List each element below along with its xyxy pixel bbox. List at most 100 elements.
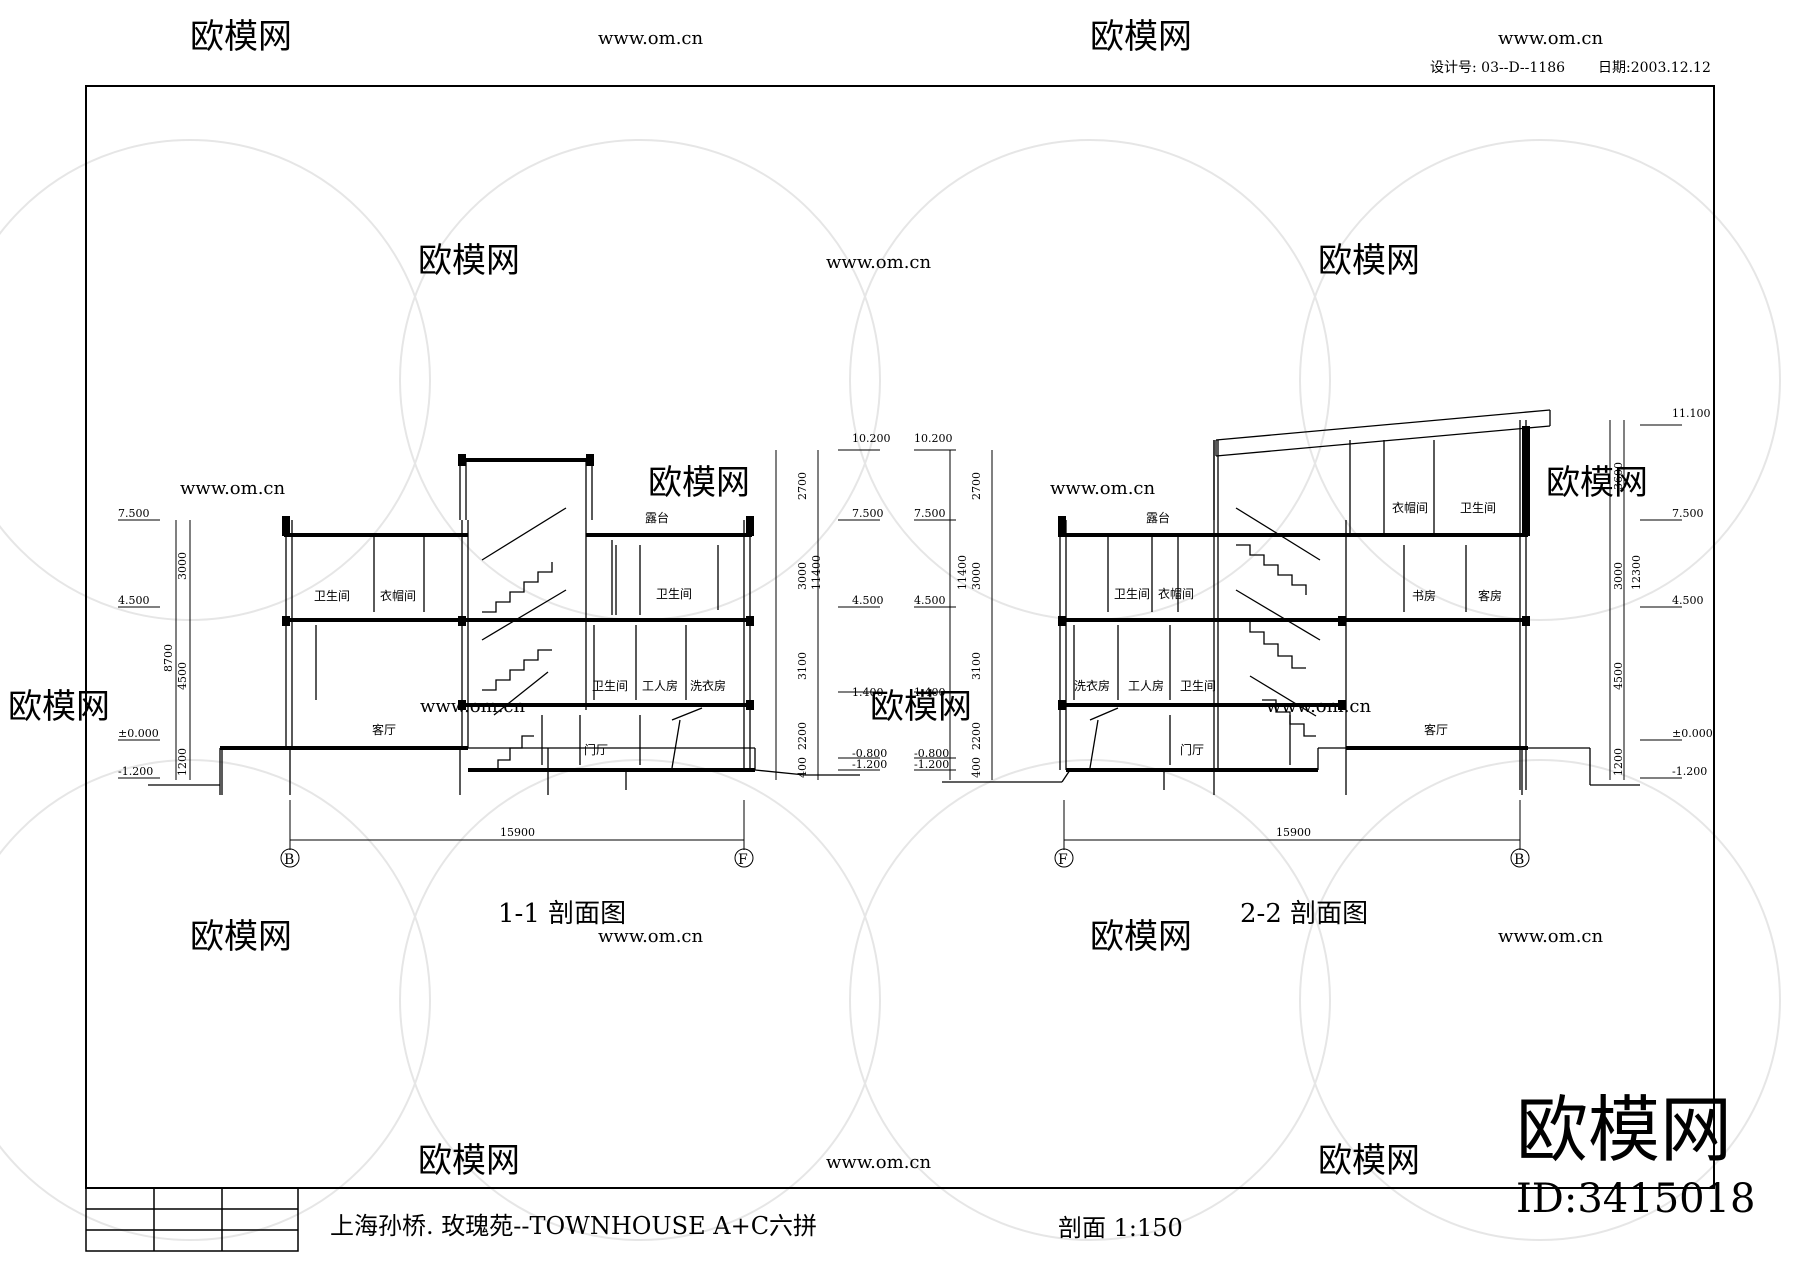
dimension-text: 4500 [1612,662,1625,690]
dimension-text: 4500 [176,662,189,690]
watermark-brand: 欧模网 [8,687,110,727]
dimension-text: 1200 [176,748,189,776]
watermark-brand: 欧模网 [190,17,292,57]
level-mark: 10.200 [914,432,953,445]
dimension-text: 3000 [176,552,189,580]
level-mark: -1.200 [852,758,887,771]
room-label: 卫生间 [1180,679,1216,693]
level-mark: 4.500 [1672,594,1704,607]
dimension-text: 15900 [1276,826,1311,839]
dimension-text: 2200 [796,722,809,750]
dimension-text: 3100 [970,652,983,680]
watermark-url: www.om.cn [180,478,286,499]
dimension-text: 11400 [956,555,969,590]
dimension-text: 11400 [810,555,823,590]
level-mark: -0.800 [914,747,949,760]
axis-label: F [738,852,748,868]
dimension-text: 3000 [970,562,983,590]
axis-label: B [1514,852,1524,868]
watermark-texts: 欧模网 www.om.cn 欧模网 www.om.cn 欧模网 www.om.c… [8,17,1648,1181]
dimension-text: 400 [796,757,809,778]
watermark-brand: 欧模网 [648,463,750,503]
level-mark: 7.500 [118,507,150,520]
level-mark: 1.400 [852,686,884,699]
level-mark: 1.400 [914,686,946,699]
watermark-url: www.om.cn [826,252,932,273]
drawing-date: 日期:2003.12.12 [1598,60,1711,76]
room-label: 衣帽间 [1158,586,1194,601]
level-mark: 7.500 [852,507,884,520]
level-mark: ±0.000 [118,727,159,740]
room-label: 书房 [1412,588,1436,603]
dimension-text: 15900 [500,826,535,839]
section-title: 2-2 剖面图 [1240,899,1368,929]
watermark-brand: 欧模网 [1546,463,1648,503]
dimension-text: 2200 [970,722,983,750]
title-block [85,1187,299,1252]
room-label: 客房 [1478,588,1502,603]
room-label: 门厅 [1180,742,1204,757]
watermark-brand: 欧模网 [418,1141,520,1181]
section-2-2: 10.200 7.500 4.500 1.400 -0.800 -1.200 1… [914,407,1713,929]
level-mark: 10.200 [852,432,891,445]
level-mark: -0.800 [852,747,887,760]
room-label: 洗衣房 [1074,678,1110,693]
dimension-text: 8700 [162,644,175,672]
room-label: 工人房 [1128,678,1164,693]
room-label: 衣帽间 [380,588,416,603]
sheet-frame [85,85,1715,1189]
watermark-url: www.om.cn [1498,28,1604,49]
dimension-text: 2700 [970,472,983,500]
watermark-url: www.om.cn [1498,926,1604,947]
watermark-brand: 欧模网 [1318,1141,1420,1181]
level-mark: 4.500 [852,594,884,607]
room-label: 客厅 [1424,722,1448,737]
section-title: 1-1 剖面图 [498,899,626,929]
level-mark: -1.200 [914,758,949,771]
dimension-text: 12300 [1630,555,1643,590]
watermark-url: www.om.cn [826,1152,932,1173]
level-mark: 4.500 [118,594,150,607]
dimension-text: 1200 [1612,748,1625,776]
room-label: 露台 [645,510,669,525]
axis-label: B [284,852,294,868]
watermark-url: www.om.cn [598,28,704,49]
section-1-1: 7.500 4.500 ±0.000 -1.200 10.200 7.500 4… [118,432,891,929]
corner-brand-watermark: 欧模网 [1516,1088,1732,1172]
room-label: 工人房 [642,678,678,693]
watermark-brand: 欧模网 [1090,17,1192,57]
room-label: 卫生间 [314,589,350,603]
corner-id-watermark: ID:3415018 [1516,1176,1756,1222]
watermark-brand: 欧模网 [190,917,292,957]
drawing-title-scale: 剖面 1:150 [1058,1214,1183,1242]
room-label: 卫生间 [592,679,628,693]
watermark-brand: 欧模网 [1318,241,1420,281]
watermark-url: www.om.cn [1050,478,1156,499]
level-mark: ±0.000 [1672,727,1713,740]
axis-label: F [1058,852,1068,868]
level-mark: 4.500 [914,594,946,607]
level-mark: 7.500 [914,507,946,520]
dimension-text: 3100 [796,652,809,680]
watermark-url: www.om.cn [598,926,704,947]
project-title: 上海孙桥. 玫瑰苑--TOWNHOUSE A+C六拼 [330,1212,817,1240]
design-number: 设计号: 03--D--1186 [1430,60,1565,76]
dimension-text: 400 [970,757,983,778]
room-label: 门厅 [584,742,608,757]
watermark-brand: 欧模网 [418,241,520,281]
level-mark: 11.100 [1672,407,1711,420]
dimension-text: 3600 [1612,462,1625,490]
level-mark: -1.200 [1672,765,1707,778]
dimension-text: 3000 [796,562,809,590]
room-label: 卫生间 [1460,501,1496,515]
dimension-text: 3000 [1612,562,1625,590]
room-label: 衣帽间 [1392,500,1428,515]
room-label: 客厅 [372,722,396,737]
dimension-text: 2700 [796,472,809,500]
watermark-brand: 欧模网 [1090,917,1192,957]
level-mark: -1.200 [118,765,153,778]
room-label: 卫生间 [656,587,692,601]
level-mark: 7.500 [1672,507,1704,520]
room-label: 卫生间 [1114,587,1150,601]
